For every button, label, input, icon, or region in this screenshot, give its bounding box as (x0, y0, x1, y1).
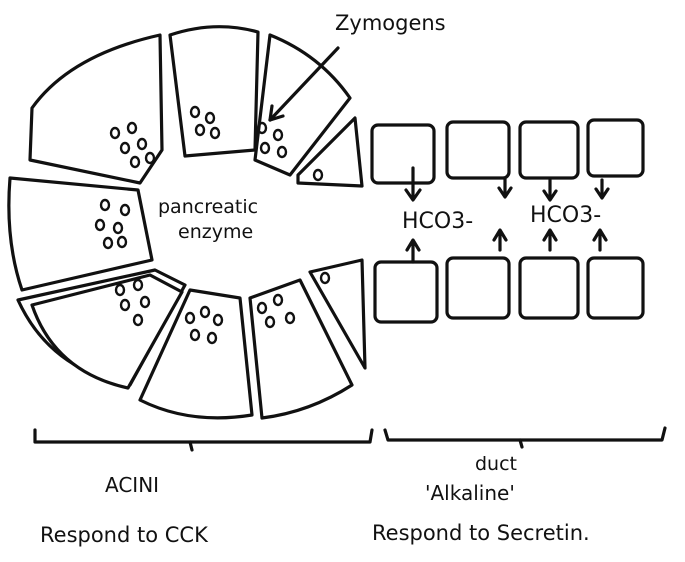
lumen-label-line1: pancreatic (158, 196, 258, 218)
bicarbonate-label-2: HCO3- (530, 203, 601, 228)
bicarbonate-label-1: HCO3- (402, 209, 473, 234)
acinar-cell-lower-right (308, 258, 367, 370)
duct-brace (383, 426, 667, 449)
acini-response-label: Respond to CCK (40, 523, 209, 547)
duct-response-label: Respond to Secretin. (372, 521, 590, 545)
zymogens-arrow (268, 46, 340, 122)
acinar-cell-bottom-right (248, 278, 354, 420)
acini-label: ACINI (105, 473, 159, 497)
duct-quality-label: 'Alkaline' (425, 481, 515, 505)
acinar-cell-upper-right (296, 116, 364, 188)
acinar-wedges (30, 273, 184, 390)
acinar-cell-bottom (138, 288, 254, 420)
acinar-cell-top-left (168, 25, 260, 158)
lumen-label-line2: enzyme (178, 221, 253, 243)
duct-label: duct (475, 453, 517, 475)
bicarb-secretion-arrows-down (404, 166, 610, 202)
zymogen-granules (94, 105, 331, 345)
acinar-cell-upper-left (28, 33, 164, 185)
bicarb-secretion-arrows-up (405, 228, 608, 264)
acini-brace (33, 428, 374, 452)
duct-cells-lower (373, 256, 645, 324)
duct-cells-upper (370, 118, 645, 185)
zymogens-label: Zymogens (335, 11, 446, 35)
acinar-cell-left (7, 176, 154, 292)
